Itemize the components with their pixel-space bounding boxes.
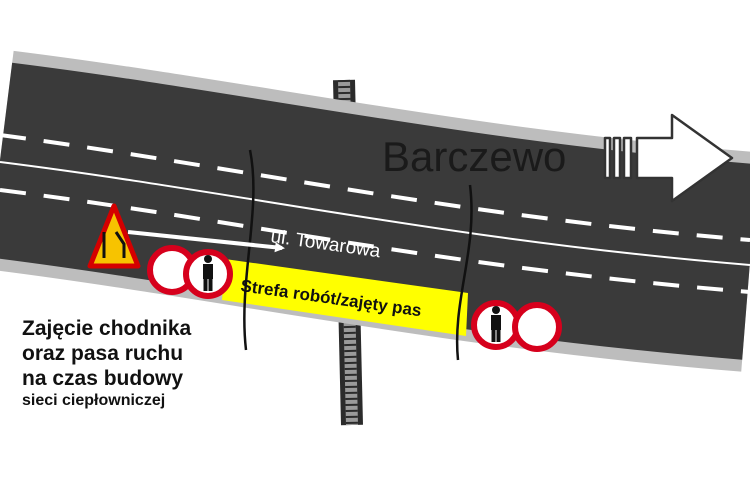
- work-zone-band: [222, 259, 468, 336]
- no-pedestrians-icon: [471, 300, 521, 350]
- caption-line: oraz pasa ruchu: [22, 342, 184, 365]
- no-vehicles-icon: [512, 302, 562, 352]
- caption-line: na czas budowy: [22, 367, 184, 390]
- right-arrow-icon: [603, 113, 734, 203]
- road-narrows-icon: [87, 203, 141, 269]
- caption-line: Zajęcie chodnika: [22, 317, 192, 340]
- center-line: [0, 161, 750, 266]
- no-pedestrians-icon: [183, 249, 233, 299]
- caption-line: sieci ciepłowniczej: [22, 392, 166, 409]
- road: [0, 50, 750, 372]
- closure-caption: Zajęcie chodnika oraz pasa ruchu na czas…: [22, 316, 252, 411]
- works-boundary-line: [455, 184, 473, 361]
- travel-direction-arrow: [127, 230, 285, 253]
- lane-divider: [0, 133, 750, 242]
- lane-divider: [0, 188, 750, 294]
- direction-label: Barczewo: [382, 133, 566, 180]
